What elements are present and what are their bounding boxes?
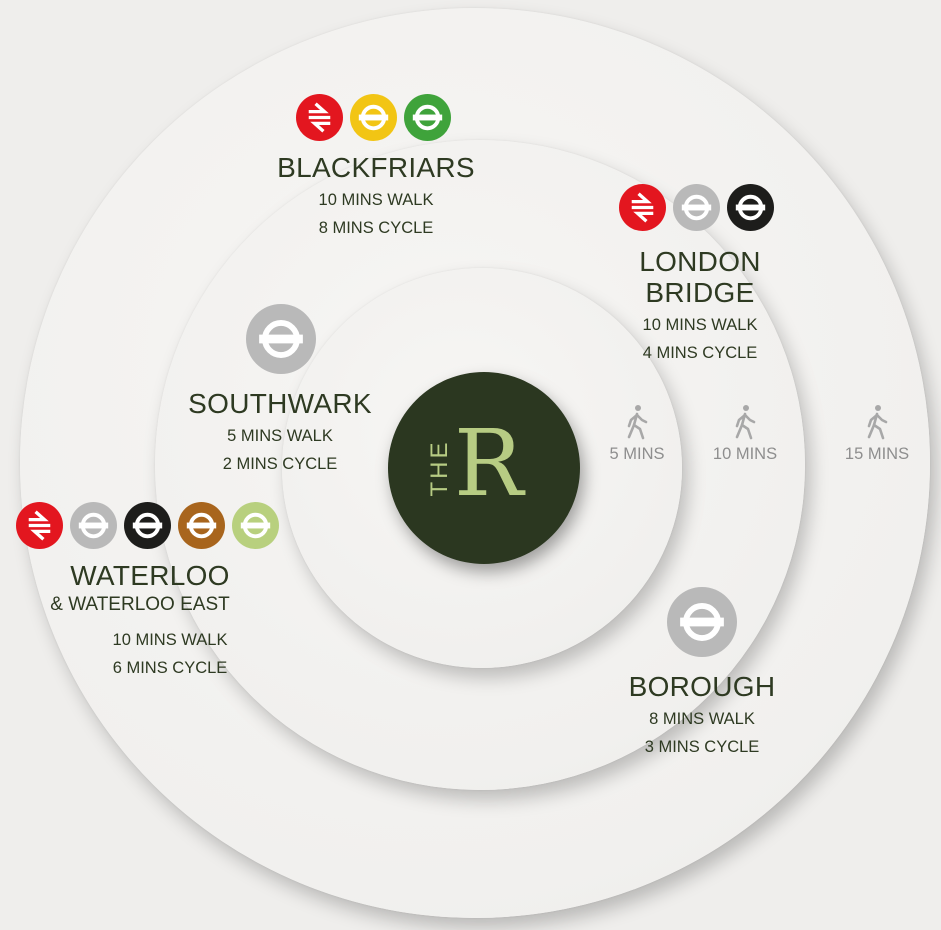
- walk-marker-15-mins: 15 MINS: [832, 404, 922, 464]
- cycle-time: 2 MINS CYCLE: [222, 455, 338, 473]
- blackfriars-line-icons: [296, 94, 451, 141]
- southwark-line-icons: [246, 304, 316, 374]
- walk-time: 10 MINS WALK: [642, 316, 758, 334]
- walk-marker-10-mins: 10 MINS: [700, 404, 790, 464]
- walking-person-icon: [867, 405, 888, 440]
- walk-time: 10 MINS WALK: [318, 191, 434, 209]
- underground-roundel-light-green-icon: [232, 502, 279, 549]
- station-waterloo: WATERLOO & WATERLOO EAST 10 MINS WALK 6 …: [20, 560, 290, 682]
- walking-person-icon: [735, 405, 756, 440]
- logo-the-text: THE: [426, 439, 453, 497]
- station-name: SOUTHWARK: [188, 388, 372, 419]
- underground-roundel-grey-icon: [246, 304, 316, 374]
- underground-roundel-yellow-icon: [350, 94, 397, 141]
- london-bridge-line-icons: [619, 184, 774, 231]
- underground-roundel-black-icon: [124, 502, 171, 549]
- national-rail-icon: [16, 502, 63, 549]
- station-name: BLACKFRIARS: [277, 152, 475, 183]
- cycle-time: 6 MINS CYCLE: [112, 659, 228, 677]
- borough-line-icons: [667, 587, 737, 657]
- underground-roundel-grey-icon: [70, 502, 117, 549]
- walk-marker-label: 10 MINS: [712, 445, 778, 463]
- waterloo-line-icons: [16, 502, 279, 549]
- walk-marker-label: 15 MINS: [844, 445, 910, 463]
- walk-time: 10 MINS WALK: [112, 631, 228, 649]
- station-southwark: SOUTHWARK 5 MINS WALK 2 MINS CYCLE: [170, 388, 390, 478]
- cycle-time: 8 MINS CYCLE: [318, 219, 434, 237]
- the-r-logo: THE R: [388, 372, 580, 564]
- cycle-time: 3 MINS CYCLE: [644, 738, 760, 756]
- underground-roundel-green-icon: [404, 94, 451, 141]
- underground-roundel-grey-icon: [673, 184, 720, 231]
- station-name: BOROUGH: [628, 671, 776, 702]
- national-rail-icon: [296, 94, 343, 141]
- walk-marker-label: 5 MINS: [609, 445, 665, 463]
- underground-roundel-black-icon: [727, 184, 774, 231]
- station-blackfriars: BLACKFRIARS 10 MINS WALK 8 MINS CYCLE: [256, 152, 496, 242]
- walk-time: 8 MINS WALK: [649, 710, 755, 728]
- station-name: WATERLOO: [70, 560, 230, 591]
- station-subtitle: & WATERLOO EAST: [50, 594, 230, 615]
- underground-roundel-grey-icon: [667, 587, 737, 657]
- station-borough: BOROUGH 8 MINS WALK 3 MINS CYCLE: [602, 671, 802, 761]
- station-name-line-2: BRIDGE: [645, 277, 755, 308]
- underground-roundel-brown-icon: [178, 502, 225, 549]
- national-rail-icon: [619, 184, 666, 231]
- walk-marker-5-mins: 5 MINS: [592, 404, 682, 464]
- walk-time: 5 MINS WALK: [227, 427, 333, 445]
- station-name-line-1: LONDON: [639, 246, 761, 277]
- cycle-time: 4 MINS CYCLE: [642, 344, 758, 362]
- station-london-bridge: LONDON BRIDGE 10 MINS WALK 4 MINS CYCLE: [600, 246, 800, 367]
- walking-person-icon: [627, 405, 648, 440]
- logo-r-letter: R: [454, 410, 524, 517]
